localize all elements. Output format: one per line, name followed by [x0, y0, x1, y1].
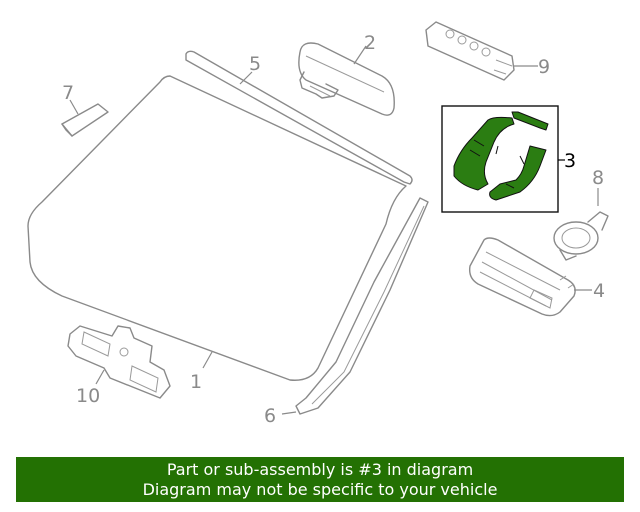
- camera-module-part: [425, 21, 515, 81]
- callout-4-group: 4: [574, 280, 605, 302]
- info-banner: Part or sub-assembly is #3 in diagram Di…: [16, 457, 624, 502]
- mirror-cover-part-highlighted: [441, 105, 559, 213]
- side-molding-part: [295, 197, 429, 415]
- callout-6-label: 6: [264, 405, 276, 427]
- overhead-console-part: [468, 237, 576, 317]
- callout-7-label: 7: [62, 82, 74, 104]
- callout-2-group: 2: [353, 32, 376, 65]
- callout-2-label: 2: [364, 32, 376, 54]
- callout-3-label: 3: [564, 150, 576, 172]
- callout-10-group: 10: [76, 369, 105, 407]
- callout-6-group: 6: [264, 405, 297, 427]
- callout-1-label: 1: [190, 371, 202, 393]
- callout-3-group: 3: [558, 150, 576, 172]
- callout-9-label: 9: [538, 56, 550, 78]
- callout-9-group: 9: [514, 56, 550, 78]
- callout-5-label: 5: [249, 53, 261, 75]
- callout-5-group: 5: [239, 53, 261, 85]
- callout-8-group: 8: [592, 167, 604, 206]
- top-molding-part: [185, 50, 413, 185]
- callout-4-label: 4: [593, 280, 605, 302]
- callout-8-label: 8: [592, 167, 604, 189]
- callout-1-group: 1: [190, 351, 213, 393]
- rain-sensor-part: [553, 211, 609, 261]
- callout-7-group: 7: [62, 82, 79, 115]
- banner-line-2: Diagram may not be specific to your vehi…: [142, 479, 498, 499]
- small-bracket-part: [61, 103, 109, 137]
- banner-line-1: Part or sub-assembly is #3 in diagram: [166, 459, 474, 479]
- windshield-part: [27, 75, 407, 381]
- callout-10-label: 10: [76, 385, 100, 407]
- mirror-part: [298, 42, 395, 116]
- mount-bracket-part: [67, 325, 171, 399]
